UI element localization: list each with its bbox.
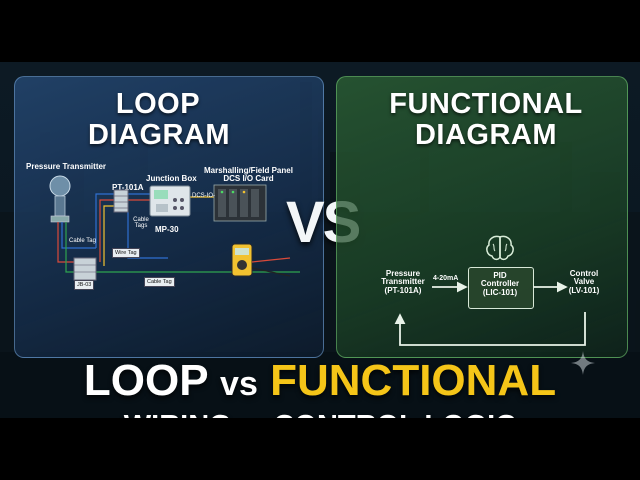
- mp-tag-label: MP-30: [155, 225, 179, 234]
- control-valve-label: Control Valve (LV-101): [558, 269, 610, 295]
- title-word-2: FUNCTIONAL: [270, 356, 557, 405]
- pt-tag-label: PT-101A: [112, 183, 144, 192]
- heading-line-1: FUNCTIONAL: [389, 88, 583, 120]
- signal-label: 4-20mA: [433, 275, 459, 282]
- controller-line-1: PID: [493, 271, 507, 280]
- functional-arrows: [394, 281, 586, 346]
- multimeter-icon: [231, 243, 291, 277]
- valve-tag: (LV-101): [568, 285, 600, 295]
- marshalling-line-1: Marshalling/Field Panel: [204, 166, 293, 175]
- wire-tag: Wire Tag: [112, 248, 140, 258]
- cable-tag-2: Cable Tag: [144, 277, 175, 287]
- heading-line-2: DIAGRAM: [88, 119, 231, 151]
- subtitle-word-2: CONTROL LOGIC: [273, 410, 516, 419]
- controller-line-2: Controller: [480, 279, 520, 289]
- brain-icon: [486, 235, 514, 261]
- thumbnail-frame: LOOP DIAGRAM Pressure Transmitter Juncti…: [0, 62, 640, 418]
- pid-controller-box: [468, 267, 534, 309]
- controller-tag: (LIC-101): [482, 287, 518, 297]
- transmitter-tag: (PT-101A): [384, 285, 422, 295]
- cable-tags-label: Cable Tags: [133, 217, 149, 230]
- marshalling-label: Marshalling/Field Panel DCS I/O Card: [204, 166, 293, 184]
- transmitter-label: Pressure Transmitter (PT-101A): [375, 269, 431, 295]
- junction-box: [149, 185, 191, 217]
- transmitter-icon: [49, 175, 71, 223]
- dcs-io-label: DCS-IO-: [192, 193, 215, 199]
- pressure-transmitter-label: Pressure Transmitter: [26, 162, 107, 171]
- subtitle-vs: vs: [240, 414, 266, 419]
- functional-diagram-panel: [336, 76, 628, 358]
- terminal-block: [113, 189, 129, 213]
- transmitter-line-1: Pressure: [385, 269, 421, 278]
- cable-tag-label-1: Cable Tag: [69, 238, 96, 244]
- title-word-1: LOOP: [83, 356, 208, 405]
- subtitle-word-1: WIRING: [124, 410, 232, 419]
- sparkle-icon: [571, 351, 595, 375]
- functional-diagram-heading: FUNCTIONAL DIAGRAM: [386, 90, 586, 150]
- marshalling-line-2: DCS I/O Card: [223, 174, 274, 184]
- transmitter-line-2: Transmitter: [381, 277, 425, 287]
- dcs-card-icon: [213, 184, 267, 222]
- subtitle: WIRING vs CONTROL LOGIC: [0, 410, 640, 419]
- junction-box-label: Junction Box: [146, 174, 197, 183]
- feedback-loop-arrow: [394, 312, 586, 346]
- title-vs: vs: [220, 365, 258, 403]
- main-title: LOOP vs FUNCTIONAL: [0, 359, 640, 403]
- loop-diagram-heading: LOOP DIAGRAM: [88, 88, 231, 151]
- pid-controller-label: PID Controller (LIC-101): [468, 271, 532, 297]
- valve-line-2: Valve: [573, 277, 595, 287]
- jb-tag: JB-03: [74, 280, 95, 290]
- valve-line-1: Control: [569, 269, 599, 278]
- heading-line-2: DIAGRAM: [414, 119, 558, 151]
- heading-line-1: LOOP: [115, 88, 201, 120]
- loop-wiring-drawing: [49, 175, 300, 281]
